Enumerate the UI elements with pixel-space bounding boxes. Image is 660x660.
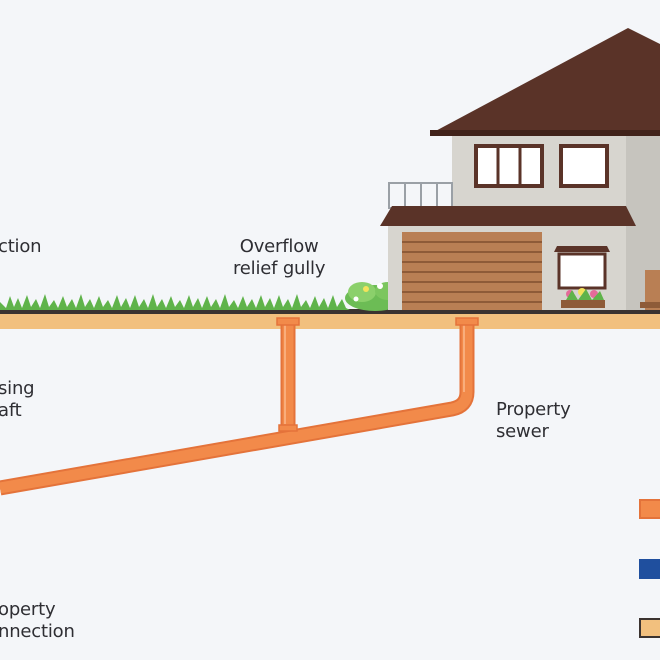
grass [0,294,350,310]
label-overflow-relief-gully: Overflow relief gully [233,236,326,280]
legend-swatch-pipe [639,499,660,519]
house [380,28,660,310]
ground-surface-line [0,309,660,314]
label-property-connection-line1: operty [0,599,56,620]
label-shaft: sing aft [0,378,35,422]
label-shaft-line2: aft [0,400,22,421]
label-connection-top: ction [0,236,42,258]
label-overflow-line1: Overflow [239,236,319,257]
legend [639,499,660,638]
label-property-sewer: Property sewer [496,399,571,443]
label-property-connection: operty nnection [0,599,75,643]
label-connection-top-text: ction [0,236,42,257]
label-shaft-line1: sing [0,378,35,399]
label-overflow-line2: relief gully [233,258,326,279]
label-property-sewer-line1: Property [496,399,571,420]
pipe-network [0,317,479,496]
legend-swatch-water [639,559,660,579]
legend-swatch-ground [639,618,660,638]
label-property-connection-line2: nnection [0,621,75,642]
label-property-sewer-line2: sewer [496,421,549,442]
ground-strip [0,313,660,329]
